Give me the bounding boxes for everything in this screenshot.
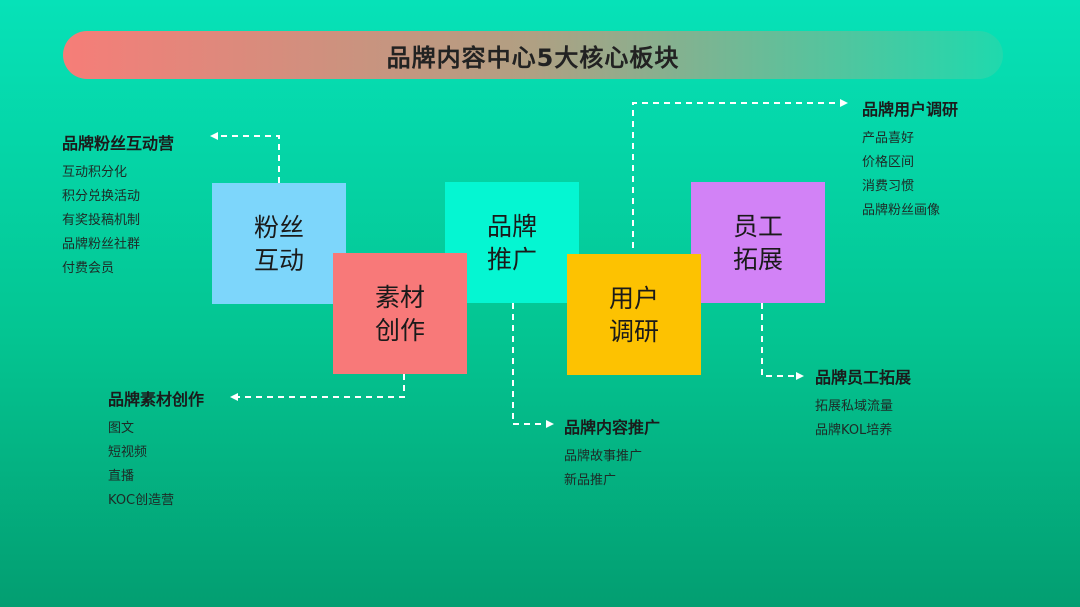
page-title: 品牌内容中心5大核心板块 [386, 43, 680, 72]
group-item: 积分兑换活动 [62, 189, 141, 204]
block-label-line2: 拓展 [732, 244, 783, 274]
group-item: 价格区间 [862, 155, 915, 170]
block-label-line2: 创作 [374, 315, 425, 345]
block-fan-interaction: 粉丝 互动 [212, 183, 346, 304]
connector-user [632, 99, 848, 248]
block-label-line2: 互动 [253, 245, 304, 275]
title-bar: 品牌内容中心5大核心板块 [63, 31, 1003, 79]
block-label-line2: 调研 [608, 316, 659, 346]
group-item: 互动积分化 [62, 165, 128, 180]
group-title: 品牌粉丝互动营 [62, 134, 175, 153]
group-item: KOC创造营 [108, 493, 175, 508]
block-staff-expansion: 员工 拓展 [691, 182, 825, 303]
group-title: 品牌素材创作 [108, 390, 205, 409]
group-material: 品牌素材创作 图文 短视频 直播 KOC创造营 [108, 386, 204, 513]
block-label-line2: 推广 [486, 244, 537, 274]
group-user: 品牌用户调研 产品喜好 价格区间 消费习惯 品牌粉丝画像 [862, 96, 958, 223]
group-item: 短视频 [108, 445, 148, 460]
block-label-line1: 品牌 [486, 211, 537, 241]
connector-fans [210, 132, 280, 183]
group-item: 产品喜好 [862, 131, 915, 146]
group-staff: 品牌员工拓展 拓展私域流量 品牌KOL培养 [815, 364, 911, 443]
group-item: 品牌粉丝社群 [62, 237, 141, 252]
group-item: 消费习惯 [862, 179, 915, 194]
group-title: 品牌内容推广 [564, 418, 661, 437]
block-label-line1: 用户 [608, 283, 659, 313]
block-material-creation: 素材 创作 [333, 253, 467, 374]
connector-staff [761, 303, 804, 380]
group-item: 直播 [108, 469, 135, 484]
group-title: 品牌用户调研 [862, 100, 959, 119]
block-user-research: 用户 调研 [567, 254, 701, 375]
group-item: 品牌故事推广 [564, 449, 643, 464]
block-brand-promotion: 品牌 推广 [445, 182, 579, 303]
group-content: 品牌内容推广 品牌故事推广 新品推广 [564, 414, 660, 493]
block-label-line1: 素材 [374, 282, 425, 312]
group-item: 品牌KOL培养 [815, 423, 893, 438]
group-item: 付费会员 [62, 261, 115, 276]
group-title: 品牌员工拓展 [815, 368, 912, 387]
group-item: 拓展私域流量 [815, 399, 894, 414]
block-label-line1: 粉丝 [253, 212, 304, 242]
group-item: 有奖投稿机制 [62, 213, 141, 228]
connector-content [512, 303, 554, 428]
connector-material [230, 374, 405, 401]
group-item: 新品推广 [564, 473, 617, 488]
group-item: 图文 [108, 421, 135, 436]
block-label-line1: 员工 [732, 211, 783, 241]
group-item: 品牌粉丝画像 [862, 203, 941, 218]
group-fans: 品牌粉丝互动营 互动积分化 积分兑换活动 有奖投稿机制 品牌粉丝社群 付费会员 [62, 130, 174, 281]
